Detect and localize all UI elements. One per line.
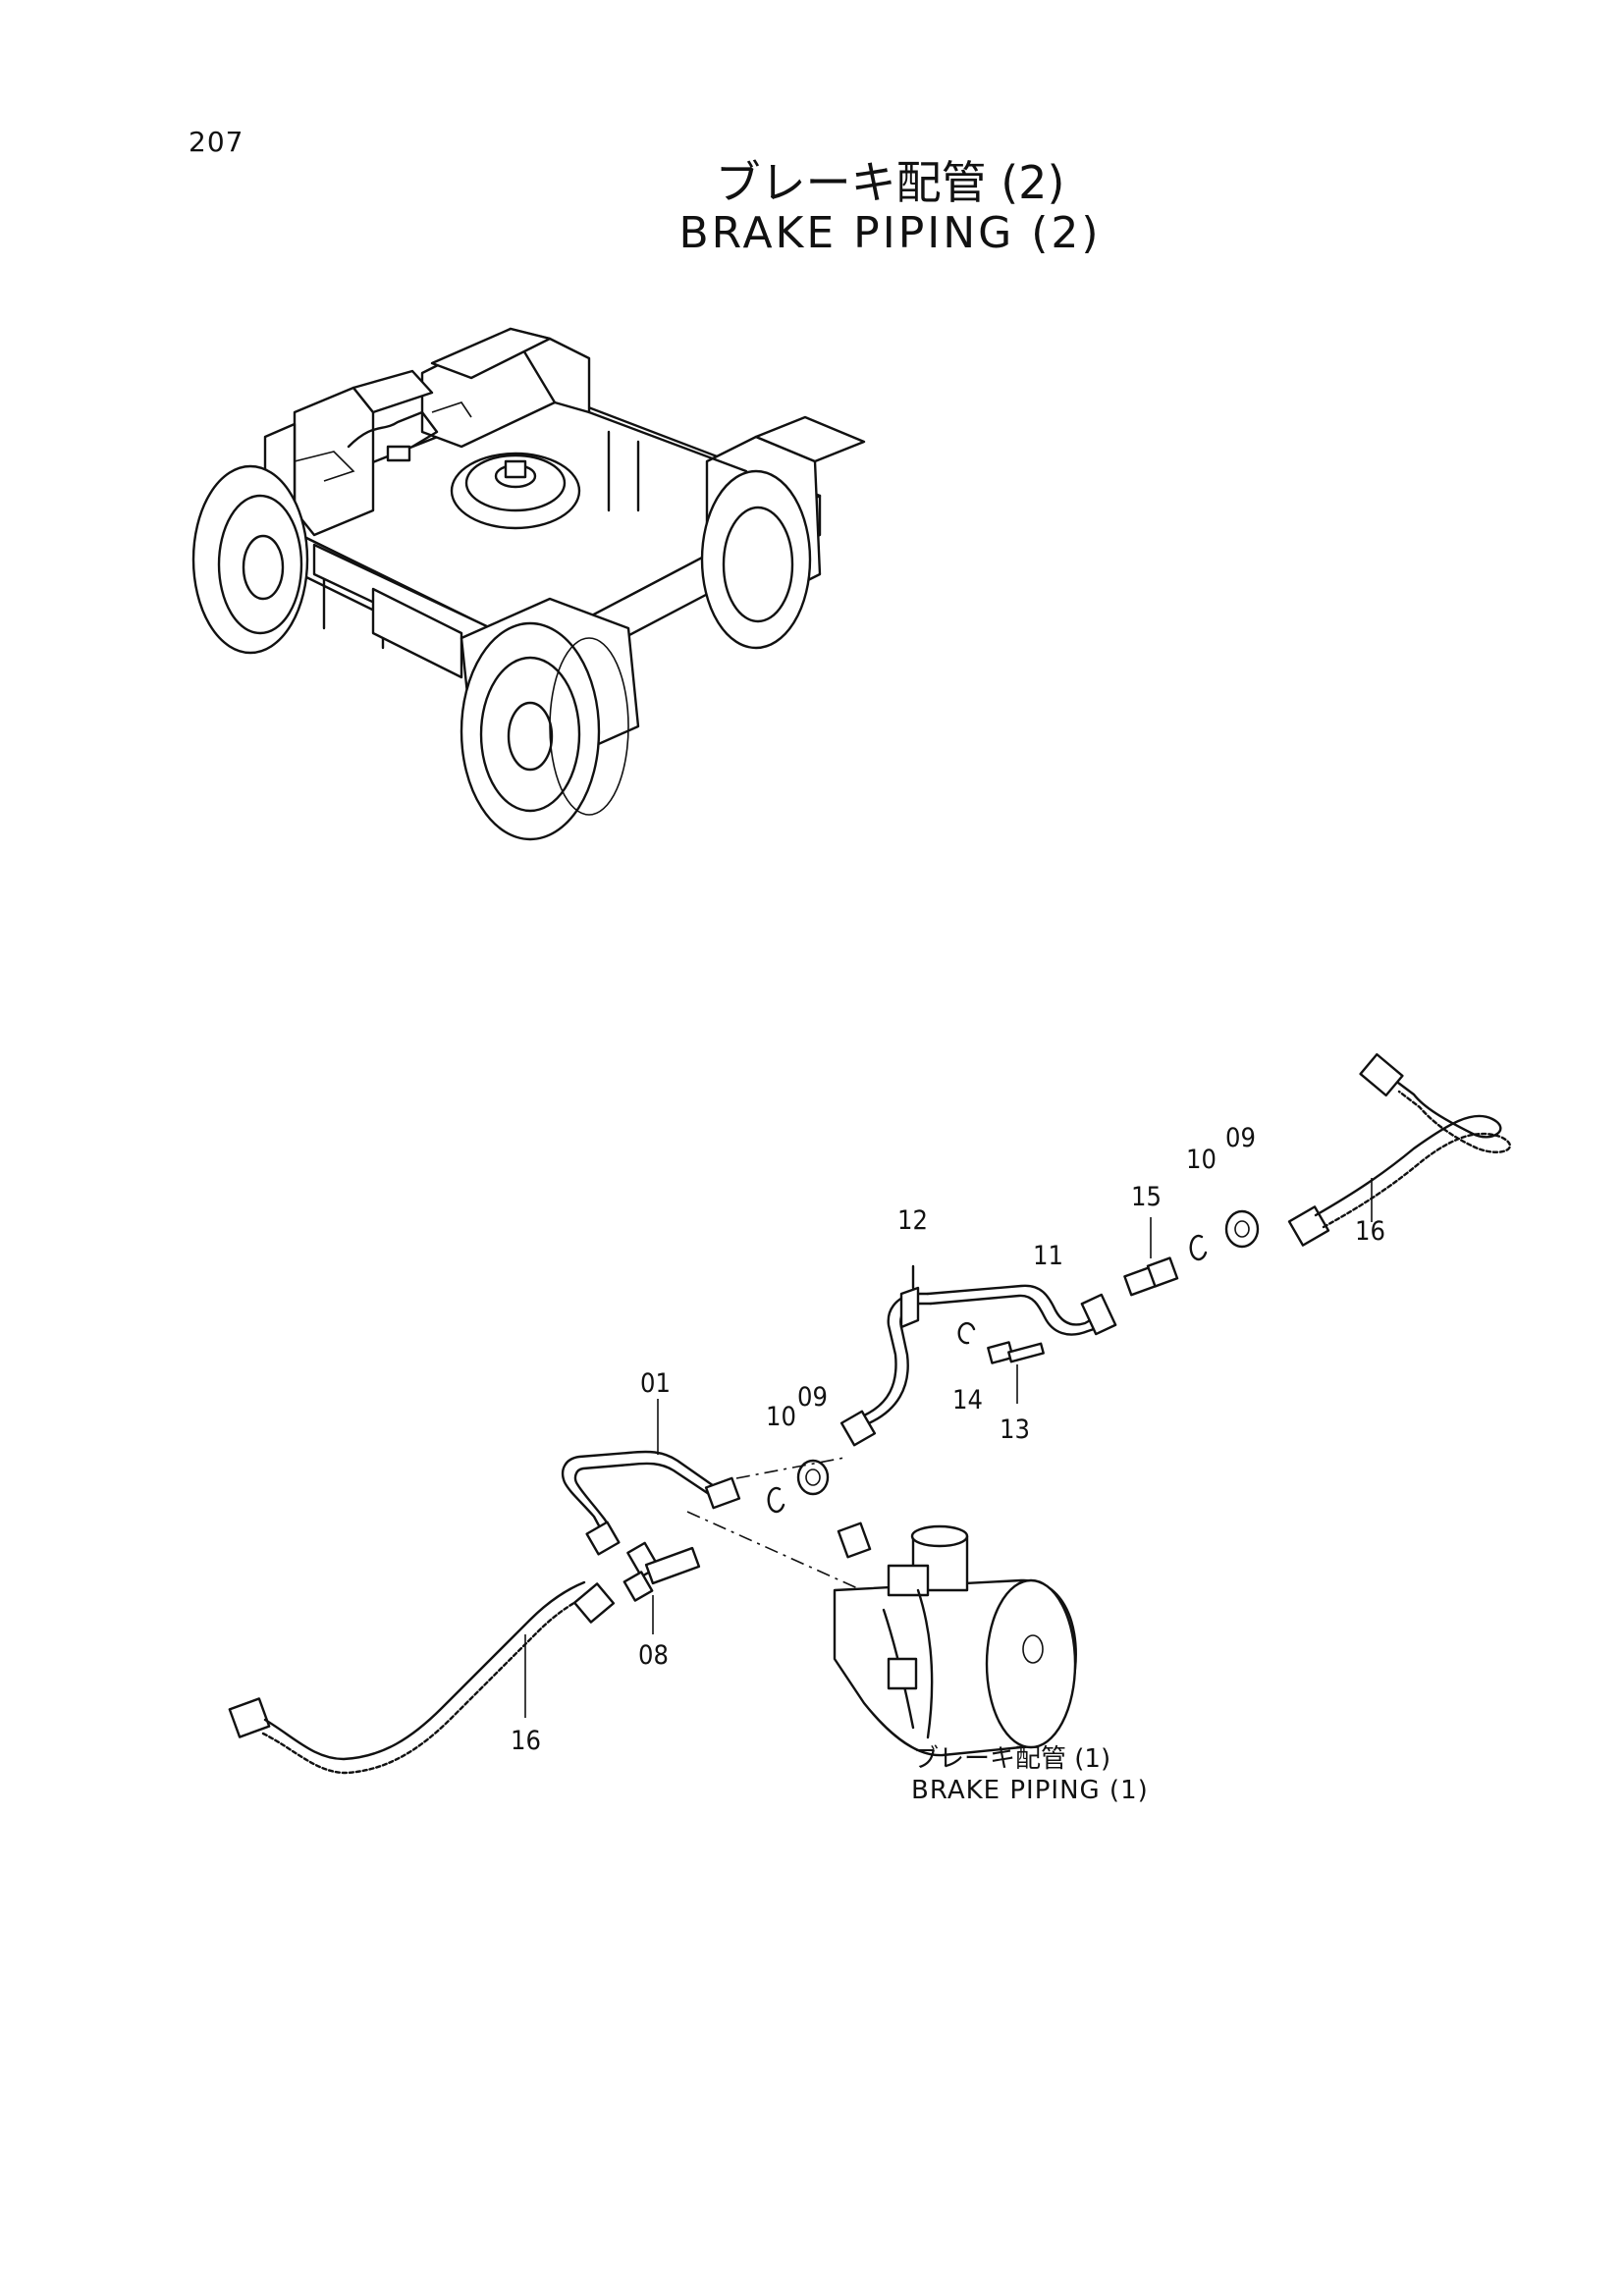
callout-16-upper: 16 — [1355, 1216, 1385, 1247]
page-number: 207 — [189, 126, 244, 158]
callout-08: 08 — [638, 1640, 669, 1671]
title-english: BRAKE PIPING (2) — [678, 208, 1102, 258]
callout-14: 14 — [952, 1385, 983, 1415]
reference-label-japanese: ブレーキ配管 (1) — [913, 1744, 1110, 1774]
bolt-13 — [987, 1341, 1045, 1404]
connector-15 — [1123, 1217, 1179, 1297]
callout-11: 11 — [1033, 1241, 1063, 1271]
callout-10-lower: 10 — [766, 1402, 796, 1432]
callout-13: 13 — [1000, 1415, 1030, 1445]
callout-09-upper: 09 — [1225, 1123, 1256, 1153]
title-japanese: ブレーキ配管 (2) — [715, 156, 1065, 209]
clip-14 — [957, 1321, 976, 1345]
nut-09-lower — [796, 1459, 830, 1496]
pipe-11 — [839, 1284, 1117, 1447]
callout-09-lower: 09 — [797, 1382, 828, 1413]
washer-10-lower — [767, 1486, 785, 1514]
hose-16-upper — [1287, 1052, 1512, 1247]
chassis-overview-illustration — [191, 327, 866, 841]
callout-16-lower: 16 — [511, 1726, 541, 1756]
washer-10-upper — [1189, 1234, 1208, 1261]
callout-12: 12 — [897, 1205, 928, 1236]
brake-cylinder-reference — [833, 1522, 1077, 1757]
nut-09-upper — [1224, 1209, 1260, 1249]
hose-16-lower — [228, 1580, 616, 1775]
reference-label-english: BRAKE PIPING (1) — [911, 1776, 1149, 1805]
tee-fitting-08 — [622, 1541, 701, 1634]
callout-10-upper: 10 — [1186, 1145, 1217, 1175]
pipe-01 — [561, 1399, 741, 1556]
bracket-12 — [899, 1264, 920, 1329]
callout-01: 01 — [640, 1368, 671, 1399]
callout-15: 15 — [1131, 1182, 1162, 1212]
